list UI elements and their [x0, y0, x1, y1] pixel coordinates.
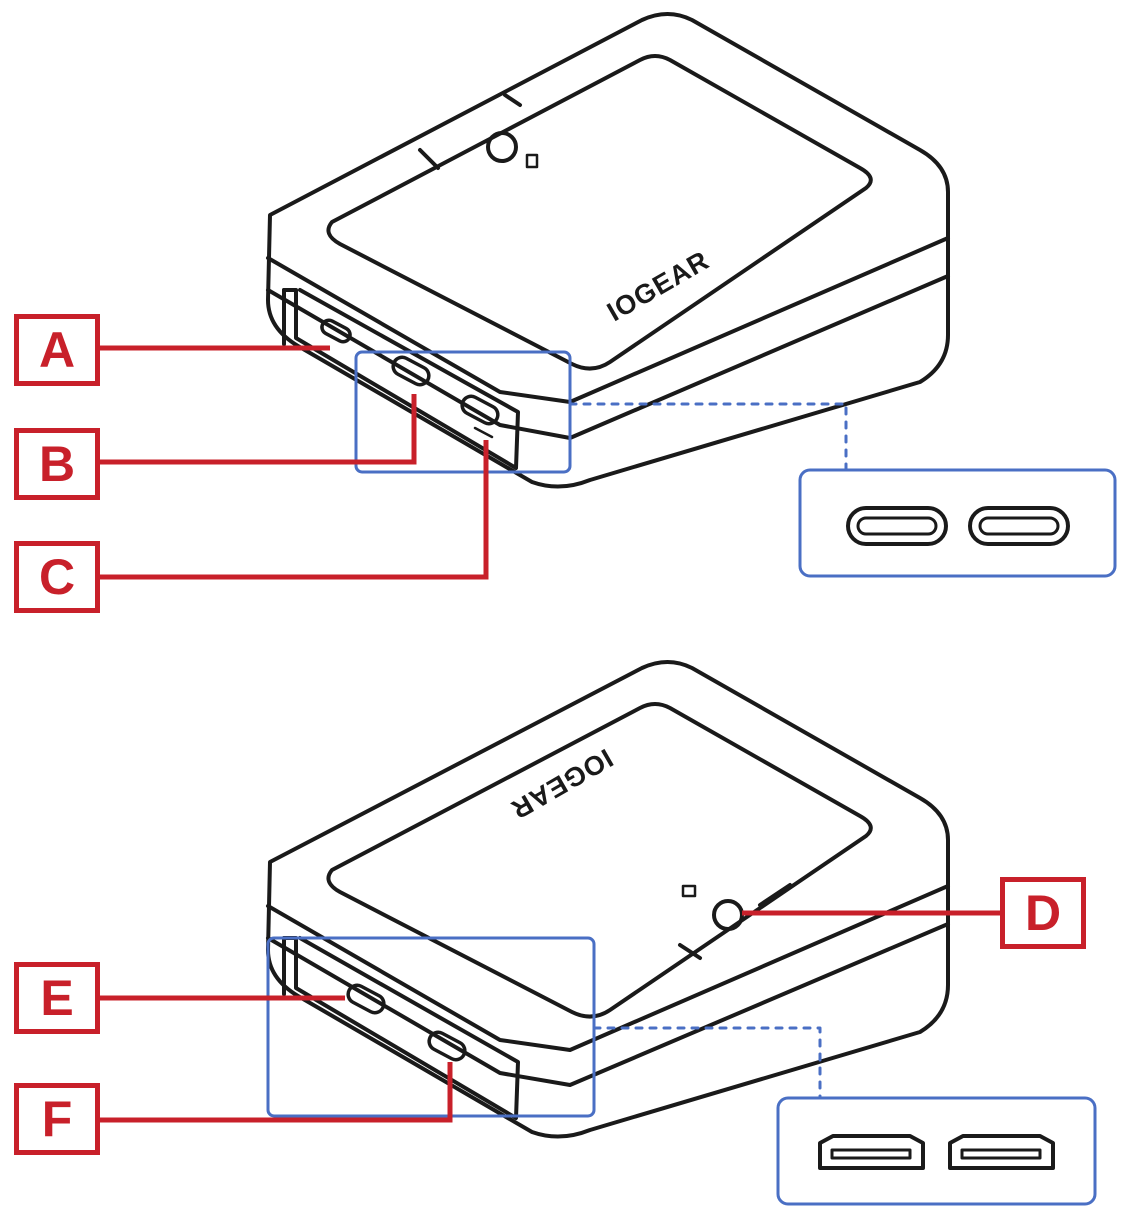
- port-b: [391, 355, 431, 387]
- top-power-button: [486, 131, 518, 163]
- label-f: F: [14, 1083, 100, 1155]
- leader-b: [100, 394, 417, 465]
- label-e: E: [14, 962, 100, 1034]
- port-e: [346, 983, 386, 1015]
- bottom-power-icon: [681, 884, 697, 898]
- bottom-callout-leader: [592, 1026, 822, 1100]
- inset-usb-c-port-2: [968, 506, 1070, 546]
- bottom-device-brand: IOGEAR: [506, 743, 618, 825]
- label-d: D: [1000, 877, 1086, 949]
- bottom-power-button: [712, 899, 744, 931]
- port-c: [460, 394, 500, 426]
- bottom-device: [266, 660, 950, 1139]
- port-f: [427, 1030, 467, 1062]
- bottom-device-panel: [326, 702, 873, 1019]
- top-callout-inset: [798, 468, 1117, 578]
- top-power-icon: [525, 153, 539, 169]
- label-c: C: [14, 541, 100, 613]
- top-callout-leader: [568, 402, 848, 472]
- label-b: B: [14, 428, 100, 500]
- top-device-body: [266, 12, 950, 489]
- bottom-callout-inset: [776, 1096, 1097, 1206]
- inset-hdmi-port-2: [948, 1134, 1055, 1170]
- top-device-front-panel: [282, 288, 520, 470]
- top-device: [266, 12, 950, 489]
- top-port-highlight: [354, 350, 572, 474]
- leader-f: [100, 1062, 453, 1123]
- bottom-device-body: [266, 660, 950, 1139]
- top-device-brand: IOGEAR: [602, 245, 714, 327]
- inset-hdmi-port-1: [818, 1134, 925, 1170]
- top-device-panel: [326, 54, 873, 371]
- label-a: A: [14, 314, 100, 386]
- inset-usb-c-port-1: [846, 506, 948, 546]
- port-a: [320, 318, 352, 344]
- leader-c: [100, 440, 489, 580]
